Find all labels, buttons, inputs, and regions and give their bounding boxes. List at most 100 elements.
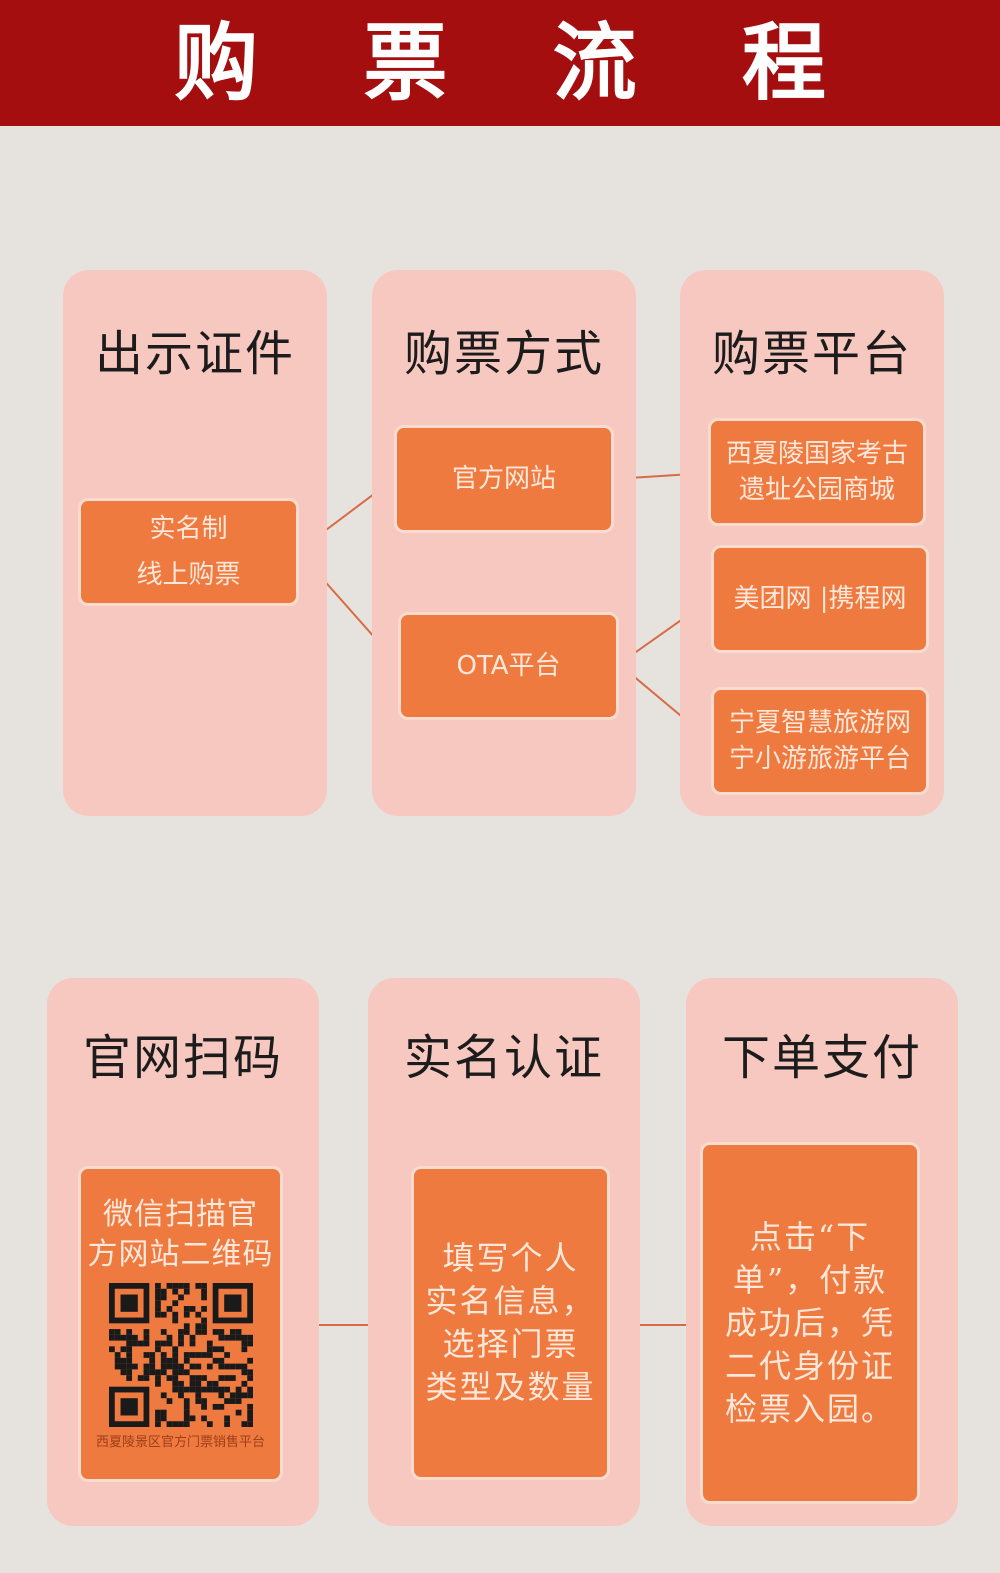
qr-module [200,1403,207,1410]
qr-module [125,1375,132,1381]
qr-module [217,1329,224,1335]
qr-module [125,1329,132,1335]
ningxia-tourism-box: 宁夏智慧旅游网 宁小游旅游平台 [711,687,929,795]
qr-module [189,1352,195,1358]
qr-module [246,1403,253,1410]
qr-module [246,1409,253,1416]
qr-module [246,1386,253,1393]
qr-module [240,1392,247,1399]
qr-module [154,1283,161,1289]
qr-module [183,1288,190,1295]
qr-module [194,1311,201,1318]
qr-module [166,1363,172,1370]
qr-module [200,1352,207,1358]
qr-module [166,1306,172,1312]
panel-title-realname-auth: 实名认证 [403,1030,604,1086]
fill-info-line-1: 填写个人 [442,1239,579,1277]
qr-module [120,1369,126,1376]
qr-module [183,1369,190,1376]
qr-module [108,1329,115,1335]
qr-module [183,1357,190,1364]
qr-module [183,1403,190,1410]
qr-finder-inner [120,1398,138,1416]
qr-module [166,1283,172,1289]
qr-module [206,1340,213,1347]
meituan-ctrip-box: 美团网 |携程网 [711,545,929,653]
qr-module [154,1288,161,1295]
qr-module [125,1352,132,1358]
qr-module [166,1398,172,1404]
qr-module [108,1334,115,1341]
qr-finder-inner [120,1294,138,1312]
qr-module [246,1357,253,1364]
qr-module [194,1398,201,1404]
qr-module [194,1392,201,1399]
qr-module [154,1311,161,1318]
qr-module [223,1386,230,1393]
qr-module [229,1375,236,1381]
qr-code-image[interactable] [108,1283,253,1427]
qr-module [160,1288,167,1295]
qr-module [166,1357,172,1364]
ningxia-line-1: 宁夏智慧旅游网 [728,708,911,738]
qr-module [131,1334,138,1341]
qr-module [125,1340,132,1347]
qr-module [189,1386,195,1393]
qr-module [200,1375,207,1381]
official-website-label: 官方网站 [451,464,556,494]
qr-finder-inner [223,1294,241,1312]
panel-title-scan-official: 官网扫码 [82,1030,283,1086]
qr-module [206,1352,213,1358]
qr-module [154,1421,161,1427]
qr-module [160,1392,167,1399]
qr-module [154,1369,161,1376]
qr-module [177,1421,184,1427]
qr-module [160,1294,167,1301]
qr-module [223,1415,230,1422]
order-pay-line-1: 点击“下 [749,1217,871,1256]
qr-module [206,1346,213,1353]
qr-module [246,1334,253,1341]
panel-purchase-method: 购票方式 [372,270,636,816]
qr-module [194,1323,201,1330]
qr-module [125,1357,132,1364]
qr-finder-outer [108,1283,149,1324]
order-pay-line-4: 二代身份证 [724,1346,895,1385]
qr-module [171,1375,178,1381]
qr-module [200,1323,207,1330]
qr-module [114,1329,121,1335]
qr-module [246,1415,253,1422]
qr-module [166,1421,172,1427]
order-pay-line-2: 单”，付款 [732,1260,888,1299]
qr-caption: 西夏陵景区官方门票销售平台 [95,1435,265,1450]
qr-module [200,1288,207,1295]
qr-module [183,1306,190,1312]
qr-module [171,1369,178,1376]
qr-module [217,1403,224,1410]
qr-module [200,1306,207,1312]
qr-module [154,1306,161,1312]
qr-module [171,1386,178,1393]
qr-module [137,1375,144,1381]
qr-module [212,1380,218,1387]
qr-module [223,1398,230,1404]
qr-module [143,1334,149,1341]
scan-line-2: 方网站二维码 [87,1237,274,1272]
qr-module [183,1398,190,1404]
qr-module [148,1357,155,1364]
qr-module [148,1369,155,1376]
qr-module [223,1352,230,1358]
qr-module [206,1380,213,1387]
qr-module [160,1363,167,1370]
qr-finder-outer [212,1283,253,1324]
qr-module [235,1398,241,1404]
qr-module [229,1398,236,1404]
online-purchase-line: 线上购票 [136,560,241,590]
qr-module [154,1409,161,1416]
order-pay-box: 点击“下 单”，付款 成功后，凭 二代身份证 检票入园。 [700,1142,920,1504]
qr-module [143,1375,149,1381]
qr-module [183,1415,190,1422]
qr-module [160,1415,167,1422]
qr-module [171,1421,178,1427]
realname-line: 实名制 [149,514,228,544]
